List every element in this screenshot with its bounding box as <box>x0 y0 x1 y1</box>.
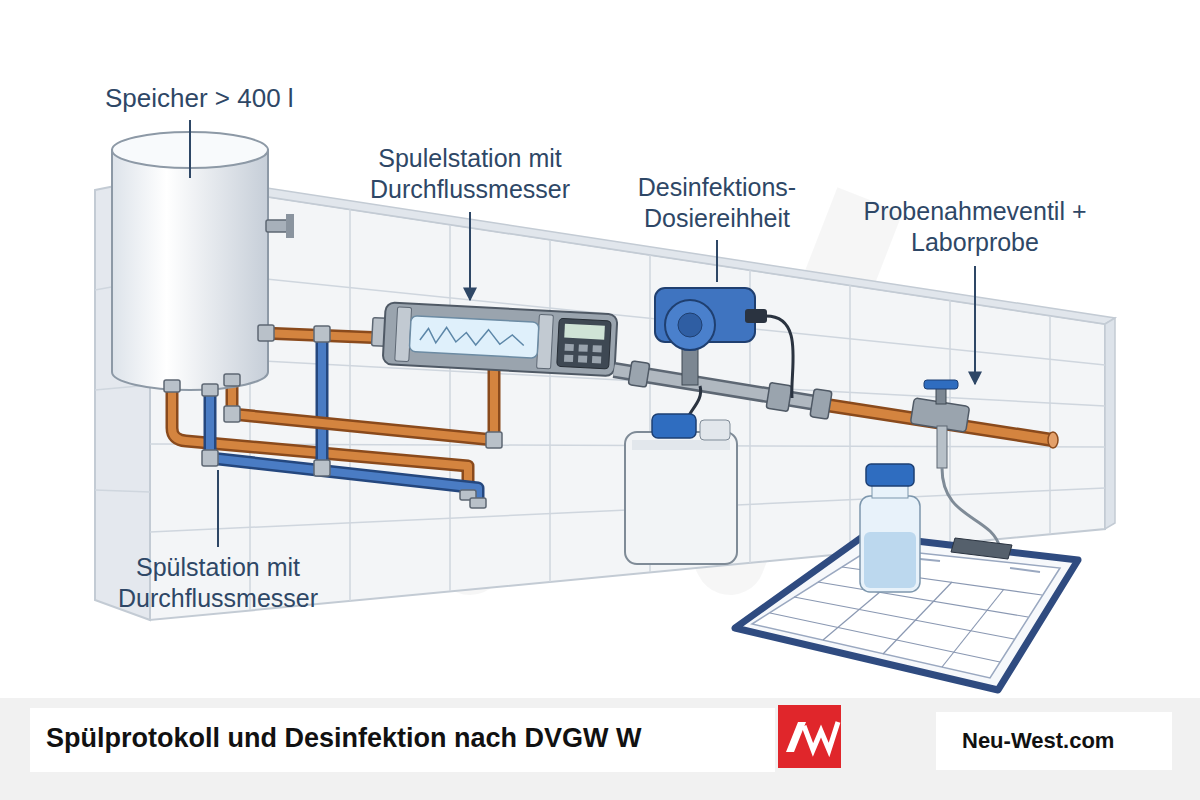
display-button <box>592 356 601 363</box>
sampling-valve <box>910 380 1000 548</box>
display-button <box>592 345 601 352</box>
footer-band <box>0 698 1200 800</box>
pipe-end <box>1048 432 1058 448</box>
tee-fitting <box>314 326 330 342</box>
copper-pipe <box>232 368 494 440</box>
caption-panel <box>30 708 775 772</box>
display-button <box>578 355 587 362</box>
pipe-cap <box>470 498 486 508</box>
leader-arrow <box>469 212 471 300</box>
chemical-canister <box>625 414 737 564</box>
sight-glass <box>409 316 539 359</box>
wall-bracket <box>286 214 294 238</box>
canister-body <box>625 432 737 564</box>
blue-pipe <box>210 392 478 502</box>
tank-body <box>112 150 268 390</box>
sampling-tube <box>937 426 947 468</box>
brand-logo <box>778 705 841 768</box>
display-screen <box>564 324 605 340</box>
tank-connection <box>164 380 180 392</box>
display-button <box>579 344 588 351</box>
callout-label: Speicher > 400 l <box>105 82 375 114</box>
callout-label: Desinfektions- Dosiereihheit <box>622 172 812 234</box>
blue-pipe <box>318 340 326 470</box>
display-button <box>565 344 574 351</box>
callout-label: Spulelstation mit Durchflussmesser <box>345 143 595 205</box>
pump-knob <box>678 313 702 337</box>
sample-bottle <box>860 464 920 592</box>
tile-joint <box>349 209 351 601</box>
main-line <box>614 370 1052 440</box>
display-button <box>564 355 573 362</box>
blue-pipe <box>210 392 478 502</box>
tank-connection <box>258 325 274 341</box>
wall-side <box>1105 318 1115 529</box>
canister-shoulder <box>632 440 730 450</box>
tile-joint <box>150 267 1105 365</box>
pipe-coupling <box>766 382 792 411</box>
leader-line <box>716 240 718 282</box>
grid-line <box>883 582 952 654</box>
control-cable <box>766 316 793 398</box>
brand-panel <box>936 712 1172 770</box>
elbow-fitting <box>486 432 502 448</box>
meter-housing <box>383 302 618 376</box>
bottle-water <box>864 532 916 588</box>
leader-lines <box>190 120 975 547</box>
dosing-unit <box>655 288 793 418</box>
valve-handle <box>924 380 958 389</box>
leader-line <box>217 470 219 547</box>
leader-line <box>189 120 191 178</box>
callout-label: Probenahmeventil + Laborprobe <box>850 196 1100 258</box>
cable-plug <box>745 309 767 323</box>
caption-text: Spülprotokoll und Desinfektion nach DVGW… <box>46 722 771 755</box>
tile-joint <box>449 225 451 591</box>
tile-joint <box>95 490 150 492</box>
tank-connection <box>202 384 218 396</box>
brand-name: Neu-West.com <box>962 727 1162 754</box>
canister-cap <box>652 414 696 438</box>
bottle-body <box>860 496 920 592</box>
heading-line <box>1010 568 1040 572</box>
tile-joint <box>549 240 551 582</box>
copper-pipe <box>232 368 494 440</box>
blue-pipe <box>316 340 329 470</box>
pump-head <box>665 300 715 350</box>
logo-square <box>778 705 841 768</box>
meter-flange <box>395 307 412 362</box>
tile-joint <box>1049 316 1051 534</box>
callout-label: Spülstation mit Durchflussmesser <box>93 552 343 614</box>
clipboard-clip <box>951 538 1012 559</box>
elbow-fitting <box>202 450 218 466</box>
tee-fitting <box>314 460 330 476</box>
leader-arrow <box>974 266 976 384</box>
tile-joint <box>849 285 851 553</box>
meter-flange <box>537 314 554 369</box>
grid-line <box>942 589 1004 667</box>
canister-handle <box>700 420 730 440</box>
flow-meter <box>371 302 618 377</box>
storage-tank <box>112 132 294 396</box>
elbow-fitting <box>224 406 240 422</box>
sample-hose <box>942 468 1000 548</box>
tank-connection <box>224 374 240 386</box>
meter-display <box>557 318 611 369</box>
tile-joint <box>150 355 1105 406</box>
wall-top <box>150 172 1115 324</box>
bottle-cap <box>866 464 914 486</box>
suction-hose <box>688 386 701 418</box>
logo-mark <box>804 722 838 750</box>
flow-scale <box>420 326 525 347</box>
pipe-coupling <box>628 361 650 388</box>
pipe-coupling <box>810 389 832 419</box>
